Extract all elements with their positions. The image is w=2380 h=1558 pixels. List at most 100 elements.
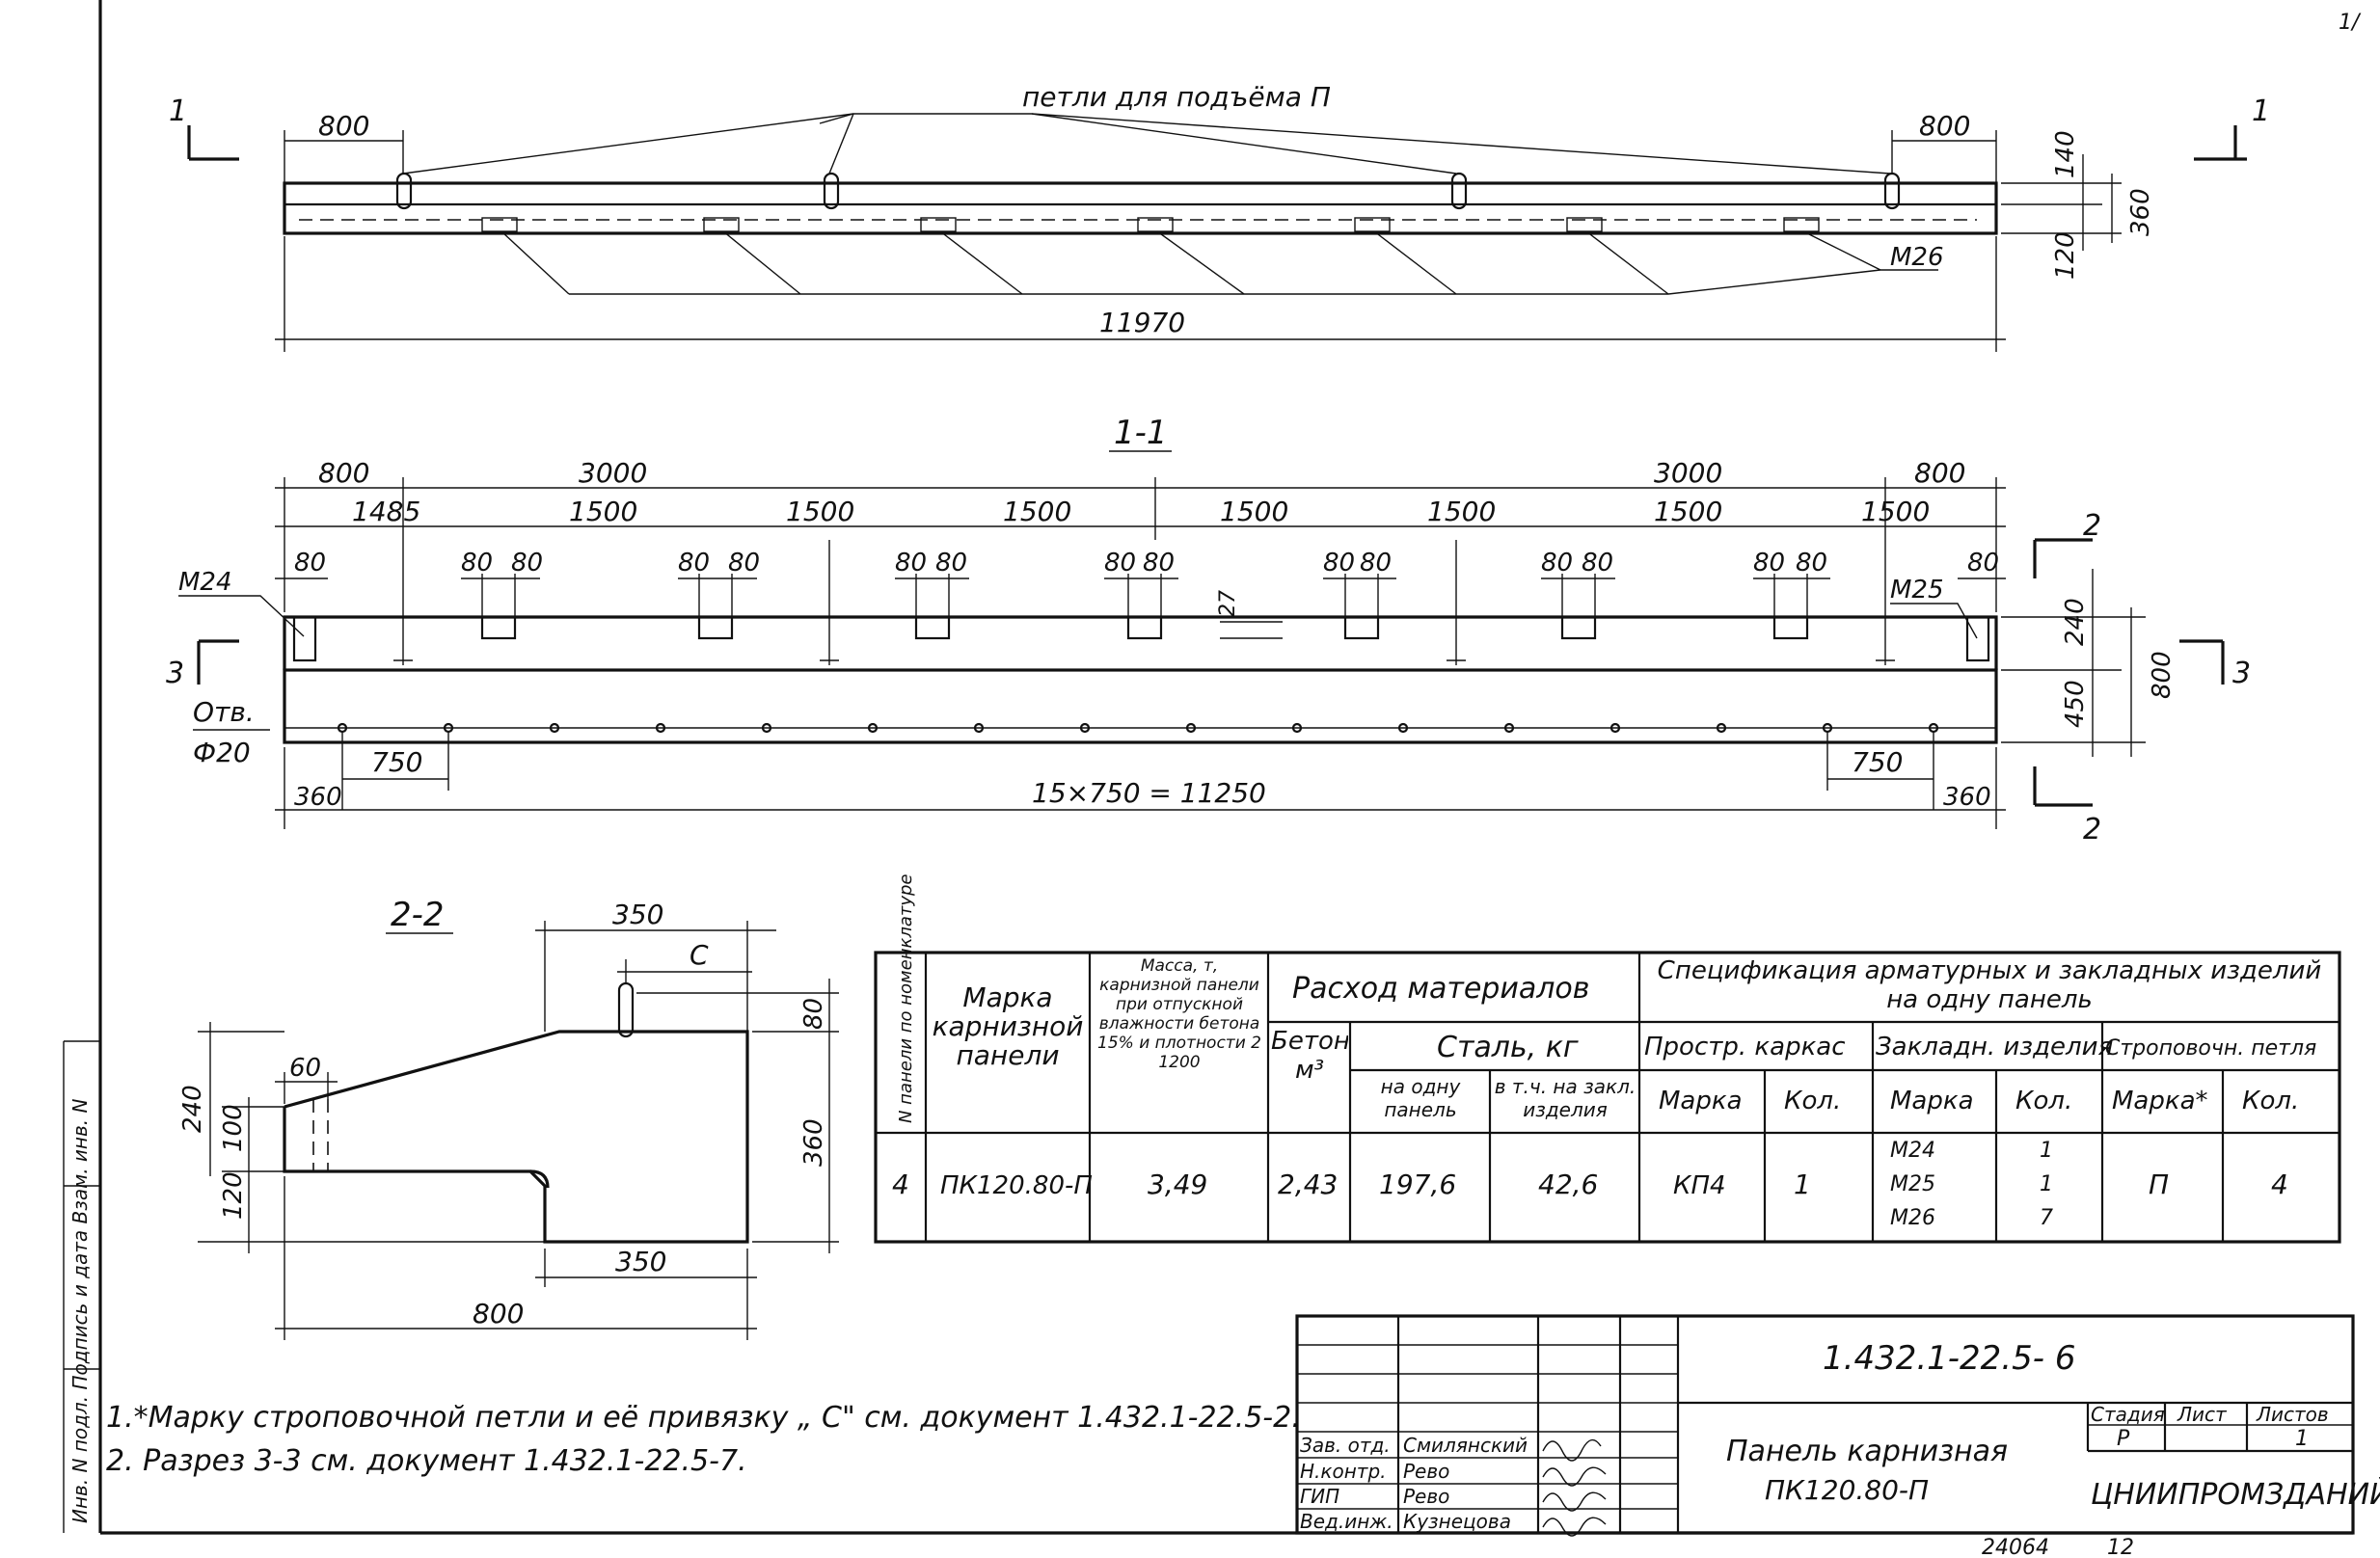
notes: 1.*Марку строповочной петли и её привязк… (106, 1401, 1301, 1478)
svg-text:2: 2 (2083, 813, 2101, 846)
svg-text:750: 750 (371, 746, 422, 778)
svg-text:800: 800 (473, 1298, 524, 1330)
svg-text:Н.контр.: Н.контр. (1300, 1460, 1387, 1483)
svg-text:80: 80 (1796, 549, 1827, 578)
svg-text:3: 3 (2232, 657, 2251, 690)
section-mark-1: 1 1 (169, 94, 2270, 161)
hole-label-2: Ф20 (193, 737, 251, 768)
svg-text:М26: М26 (1890, 1206, 1935, 1230)
dim-800v-11: 800 (2148, 651, 2177, 699)
svg-text:240: 240 (178, 1085, 207, 1133)
svg-text:1: 1 (2295, 1427, 2309, 1451)
th-concrete: Бетон, м³ (1271, 1027, 1348, 1085)
svg-text:1: 1 (1794, 1168, 1811, 1200)
side-stamp: Инв. N подл. Подпись и дата Взам. инв. N (68, 1098, 92, 1523)
svg-text:1500: 1500 (786, 496, 854, 527)
svg-text:80: 80 (461, 549, 493, 578)
svg-text:80: 80 (895, 549, 927, 578)
embed-plates-plan (481, 217, 1820, 232)
svg-text:ГИП: ГИП (1300, 1485, 1339, 1508)
th-spec: Спецификация арматурных и закладных изде… (1657, 956, 2322, 1014)
svg-text:Кол.: Кол. (2015, 1087, 2072, 1115)
loops-11 (393, 540, 1895, 665)
svg-text:1: 1 (169, 94, 187, 128)
title-line-2: ПК120.80-П (1765, 1474, 1929, 1506)
svg-text:80: 80 (1323, 549, 1355, 578)
svg-text:350: 350 (615, 1246, 666, 1277)
footer-sheet: 12 (2107, 1536, 2134, 1558)
svg-text:100: 100 (219, 1104, 248, 1152)
th-mark: Марка карнизной панели (932, 983, 1084, 1071)
svg-text:3,49: 3,49 (1148, 1168, 1207, 1200)
svg-text:42,6: 42,6 (1538, 1168, 1598, 1200)
dim-total-holes: 15×750 = 11250 (1032, 777, 1266, 809)
svg-text:1500: 1500 (1861, 496, 1930, 527)
svg-text:1: 1 (2252, 94, 2270, 128)
plan-title: петли для подъёма П (1022, 81, 1331, 113)
svg-text:3000: 3000 (579, 457, 647, 489)
svg-text:60: 60 (289, 1054, 321, 1083)
th-frame: Простр. каркас (1644, 1033, 1846, 1061)
section-1-1: 1-1 (166, 414, 2251, 846)
th-steel: Сталь, кг (1437, 1031, 1579, 1064)
plan-dim-140: 140 (2051, 130, 2080, 178)
svg-text:1: 1 (2040, 1172, 2053, 1196)
svg-text:7: 7 (2040, 1206, 2053, 1230)
title-block: 1.432.1-22.5- 6 Зав. отд. Н.контр. ГИП В… (1295, 1314, 2380, 1537)
svg-text:360: 360 (294, 783, 342, 812)
plan-dim-360: 360 (2126, 188, 2155, 236)
svg-text:80: 80 (1967, 549, 1999, 578)
svg-text:360: 360 (1943, 783, 1991, 812)
th-embed: Закладн. изделия (1876, 1033, 2113, 1061)
svg-text:2,43: 2,43 (1278, 1168, 1338, 1200)
svg-text:1485: 1485 (352, 496, 420, 527)
svg-text:80: 80 (1541, 549, 1573, 578)
svg-text:П: П (2149, 1168, 2169, 1200)
svg-text:80: 80 (1582, 549, 1613, 578)
plan-view: петли для подъёма П (169, 81, 2270, 352)
svg-text:800: 800 (318, 457, 369, 489)
svg-text:ПК120.80-П: ПК120.80-П (940, 1171, 1093, 1200)
th-mass: Масса, т, карнизной панели при отпускной… (1097, 956, 1261, 1072)
svg-text:80: 80 (678, 549, 710, 578)
callout-m24: М24 (178, 568, 232, 597)
svg-text:80: 80 (1104, 549, 1136, 578)
svg-text:197,6: 197,6 (1379, 1168, 1456, 1200)
svg-text:Марка: Марка (1890, 1087, 1974, 1115)
svg-text:Зав. отд.: Зав. отд. (1300, 1434, 1391, 1457)
svg-text:3000: 3000 (1654, 457, 1722, 489)
note-1: 1.*Марку строповочной петли и её привязк… (106, 1401, 1301, 1435)
svg-text:80: 80 (511, 549, 543, 578)
svg-text:КП4: КП4 (1673, 1171, 1726, 1200)
th-loop: Строповочн. петля (2105, 1036, 2316, 1061)
callout-m25: М25 (1890, 576, 1944, 604)
loop-marks (395, 172, 1901, 210)
title-line-1: Панель карнизная (1726, 1435, 2008, 1468)
plan-dim-120: 120 (2051, 231, 2080, 280)
svg-text:1500: 1500 (1427, 496, 1496, 527)
th-no: N панели по номенклатуре (896, 873, 916, 1123)
svg-text:2: 2 (2083, 509, 2101, 543)
spec-table: N панели по номенклатуре Марка карнизной… (874, 873, 2341, 1244)
svg-text:1500: 1500 (1220, 496, 1288, 527)
th-steel-embed: в т.ч. на закл. изделия (1494, 1075, 1636, 1121)
svg-text:4: 4 (2271, 1168, 2288, 1200)
svg-text:350: 350 (612, 899, 663, 930)
svg-text:Лист: Лист (2177, 1403, 2228, 1426)
svg-text:С: С (690, 939, 709, 971)
svg-text:120: 120 (219, 1171, 248, 1220)
th-consumption: Расход материалов (1292, 972, 1589, 1006)
svg-text:Рево: Рево (1403, 1485, 1449, 1508)
svg-text:3: 3 (166, 657, 184, 690)
section-mark-3: 3 3 (166, 639, 2251, 690)
hole-label-1: Отв. (193, 696, 255, 728)
svg-text:80: 80 (1143, 549, 1175, 578)
footer-inv: 24064 (1982, 1536, 2049, 1558)
svg-text:80: 80 (935, 549, 967, 578)
second-dims: 1485 1500 1500 1500 1500 1500 1500 1500 … (352, 496, 1930, 527)
plan-dim-800-right: 800 (1919, 110, 1970, 142)
svg-text:Кол.: Кол. (1784, 1087, 1841, 1115)
svg-text:М25: М25 (1890, 1172, 1935, 1196)
svg-text:Кузнецова: Кузнецова (1403, 1510, 1511, 1533)
org-name: ЦНИИПРОМЗДАНИЙ (2091, 1477, 2380, 1512)
